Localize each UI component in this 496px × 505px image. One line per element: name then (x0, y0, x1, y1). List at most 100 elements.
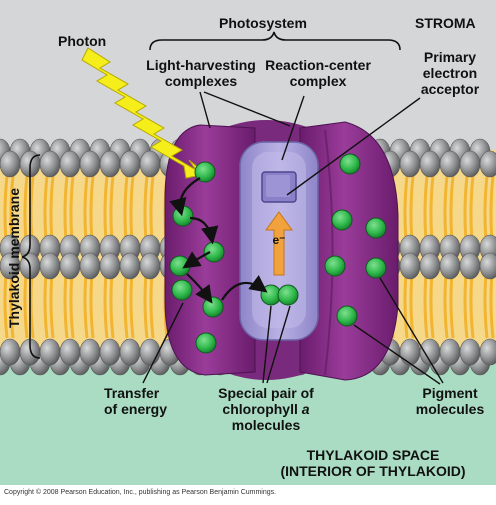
light-harvesting-label: Light-harvesting complexes (136, 57, 266, 89)
light-harvesting-complex-right-ridge (324, 129, 334, 376)
special-pair-a-italic: a (301, 401, 310, 417)
lipid-head (99, 338, 121, 366)
lipid-head (119, 150, 141, 178)
light-harvesting-line-1: Light-harvesting (146, 57, 256, 73)
reaction-center-line-1: Reaction-center (265, 57, 371, 73)
lipid-head (59, 252, 81, 280)
lipid-head (39, 252, 61, 280)
transfer-line-2: of energy (104, 401, 168, 417)
special-pair-line-2: chlorophyll a (196, 401, 336, 417)
thylakoid-space-line-1: THYLAKOID SPACE (306, 447, 440, 463)
lipid-head (79, 252, 101, 280)
lipid-head (419, 150, 441, 178)
light-harvesting-complex-right (299, 121, 399, 381)
thylakoid-membrane-bracket (21, 154, 41, 359)
leader-special-right (266, 305, 291, 384)
lipid-head (119, 338, 141, 366)
pigment-molecule (365, 217, 387, 239)
lipid-head (419, 252, 441, 280)
pigment-molecule (171, 279, 193, 301)
thylakoid-membrane-label: Thylakoid membrane (6, 187, 22, 329)
transfer-arrow-4 (186, 273, 213, 304)
lipid-head (439, 150, 461, 178)
electron-arrow (265, 211, 293, 276)
thylakoid-space-label: THYLAKOID SPACE (INTERIOR OF THYLAKOID) (262, 447, 484, 479)
thylakoid-space-line-2: (INTERIOR OF THYLAKOID) (280, 463, 466, 479)
leader-lh-left (199, 91, 211, 129)
leader-pigment-2 (353, 324, 441, 385)
lipid-head (59, 338, 81, 366)
pigment-line-1: Pigment (422, 385, 478, 401)
lipid-head (439, 252, 461, 280)
lipid-head (459, 150, 481, 178)
primary-electron-acceptor-face (266, 175, 290, 197)
primary-acceptor-line-1: Primary (423, 49, 477, 65)
leader-special-left (262, 305, 272, 384)
copyright-notice: Copyright © 2008 Pearson Education, Inc.… (4, 489, 277, 496)
special-pair-chlorophyll-word: chlorophyll (222, 401, 302, 417)
lipid-head (399, 150, 421, 178)
leader-rc (281, 95, 305, 161)
lipid-head (0, 338, 21, 366)
pigment-molecules-label: Pigment molecules (408, 385, 492, 417)
transfer-arrow-3 (182, 251, 211, 269)
pigment-line-2: molecules (415, 401, 485, 417)
leader-lh-right (203, 91, 291, 127)
lipid-head (399, 252, 421, 280)
special-pair-chlorophyll-right (277, 284, 299, 306)
pigment-molecule (336, 305, 358, 327)
leader-pigment-1 (379, 277, 444, 384)
pigment-molecule (331, 209, 353, 231)
lipid-head (39, 150, 61, 178)
lipid-head (99, 252, 121, 280)
lipid-head (139, 150, 161, 178)
lipid-head (479, 338, 496, 366)
lipid-head (99, 150, 121, 178)
pigment-molecule (339, 153, 361, 175)
lipid-head (399, 338, 421, 366)
stroma-label: STROMA (415, 15, 476, 31)
transfer-arrow-1 (169, 177, 201, 217)
leader-lines (142, 91, 444, 385)
lipid-head (0, 150, 21, 178)
pigment-molecule (203, 241, 225, 263)
lipid-head (459, 338, 481, 366)
electron-label: e⁻ (272, 233, 285, 247)
pigment-molecule (195, 332, 217, 354)
lipid-head (459, 252, 481, 280)
special-pair-line-1: Special pair of (218, 385, 314, 401)
lipid-head (79, 338, 101, 366)
lipid-head (79, 150, 101, 178)
lipid-head (439, 338, 461, 366)
transfer-arrow-2 (189, 216, 219, 245)
lipid-head (119, 252, 141, 280)
thylakoid-space-region (0, 360, 496, 485)
light-harvesting-line-2: complexes (164, 73, 238, 89)
lipid-head (139, 338, 161, 366)
pigment-molecule (194, 161, 216, 183)
special-pair-line-3: molecules (231, 417, 301, 433)
transfer-of-energy-label: Transfer of energy (104, 385, 167, 417)
lipid-head (59, 150, 81, 178)
transfer-arrow-5 (221, 275, 268, 301)
pigment-molecule (202, 296, 224, 318)
lipid-head (479, 150, 496, 178)
photosystem-bracket (149, 31, 401, 51)
photosystem-label: Photosystem (219, 15, 307, 31)
pigment-molecule (324, 255, 346, 277)
leader-acceptor (286, 97, 421, 196)
transfer-line-1: Transfer (104, 385, 160, 401)
primary-acceptor-line-3: acceptor (420, 81, 480, 97)
special-pair-label: Special pair of chlorophyll a molecules (196, 385, 336, 433)
photon-label: Photon (58, 33, 107, 49)
primary-electron-acceptor-label: Primary electron acceptor (408, 49, 492, 97)
lipid-head (139, 252, 161, 280)
lipid-head (39, 338, 61, 366)
lipid-head (479, 252, 496, 280)
pigment-molecule (365, 257, 387, 279)
reaction-center-label: Reaction-center complex (262, 57, 374, 89)
reaction-center-line-2: complex (289, 73, 347, 89)
primary-acceptor-line-2: electron (422, 65, 478, 81)
